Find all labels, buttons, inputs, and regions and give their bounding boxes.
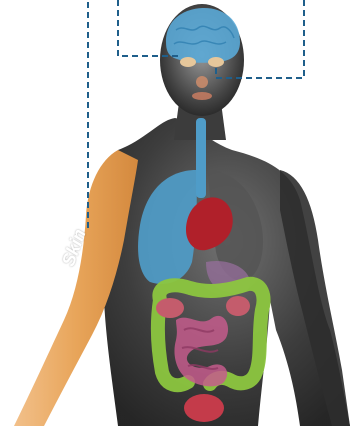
bladder <box>184 394 224 422</box>
right-kidney <box>226 296 250 316</box>
left-kidney <box>156 298 184 318</box>
nose <box>196 76 208 88</box>
trachea <box>196 118 206 198</box>
left-eye <box>180 57 196 67</box>
right-eye <box>208 57 224 67</box>
mouth <box>192 92 212 100</box>
